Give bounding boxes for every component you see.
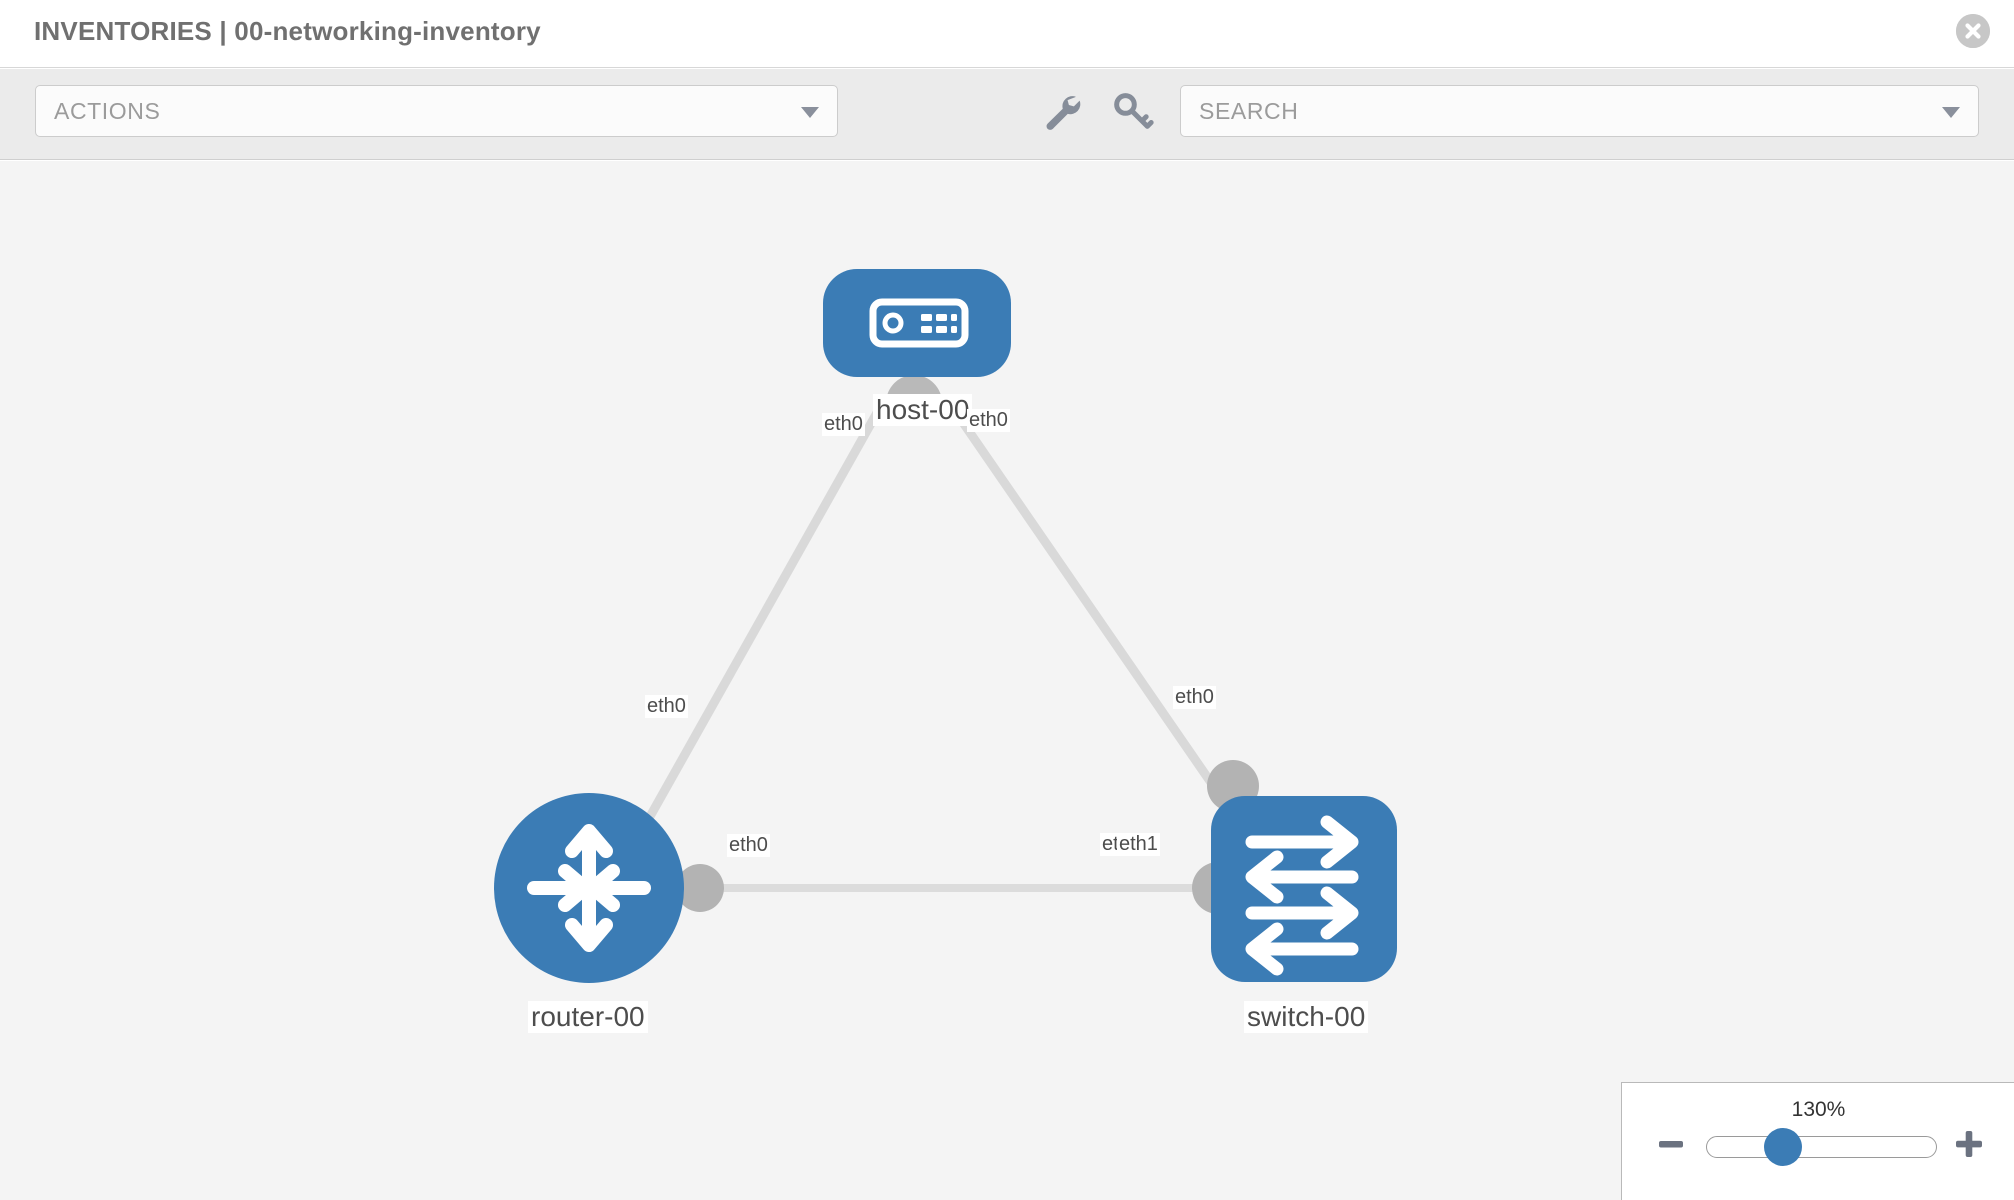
- zoom-control-panel: 130%: [1621, 1082, 2014, 1200]
- topology-graph: [494, 269, 1397, 983]
- iface-label-router-up: eth0: [645, 695, 688, 718]
- search-placeholder: SEARCH: [1199, 98, 1299, 124]
- iface-label-host-left: eth0: [822, 413, 865, 436]
- page-title: INVENTORIES | 00-networking-inventory: [34, 16, 541, 46]
- zoom-level-value: 130%: [1791, 1098, 1846, 1121]
- plus-icon[interactable]: [1952, 1127, 1986, 1161]
- iface-label-host-right: eth0: [967, 409, 1010, 432]
- iface-label-switch-left-b: eth1: [1117, 833, 1160, 856]
- node-switch-00[interactable]: [1211, 796, 1397, 982]
- actions-dropdown[interactable]: ACTIONS: [35, 85, 838, 137]
- node-label-router-00: router-00: [528, 1001, 648, 1033]
- page-header: INVENTORIES | 00-networking-inventory: [0, 0, 2014, 68]
- topology-canvas[interactable]: host-00 router-00 switch-00 eth0 eth0 et…: [0, 161, 2014, 1200]
- wrench-icon[interactable]: [1039, 88, 1085, 134]
- search-input[interactable]: SEARCH: [1180, 85, 1979, 137]
- zoom-slider-thumb[interactable]: [1764, 1128, 1802, 1166]
- actions-dropdown-label: ACTIONS: [54, 98, 161, 124]
- topology-connectors: [676, 374, 1259, 914]
- node-host-00[interactable]: [823, 269, 1011, 377]
- minus-icon[interactable]: [1654, 1127, 1688, 1161]
- topology-links: [621, 408, 1269, 892]
- iface-label-router-right: eth0: [727, 834, 770, 857]
- key-icon[interactable]: [1109, 88, 1155, 134]
- zoom-slider[interactable]: [1706, 1136, 1937, 1158]
- node-label-host-00: host-00: [873, 394, 973, 426]
- node-label-switch-00: switch-00: [1244, 1001, 1369, 1033]
- close-icon[interactable]: [1956, 14, 1990, 48]
- node-router-00[interactable]: [494, 793, 684, 983]
- chevron-down-icon: [801, 107, 819, 118]
- search-chevron-down-icon[interactable]: [1942, 107, 1960, 118]
- iface-label-switch-up: eth0: [1173, 686, 1216, 709]
